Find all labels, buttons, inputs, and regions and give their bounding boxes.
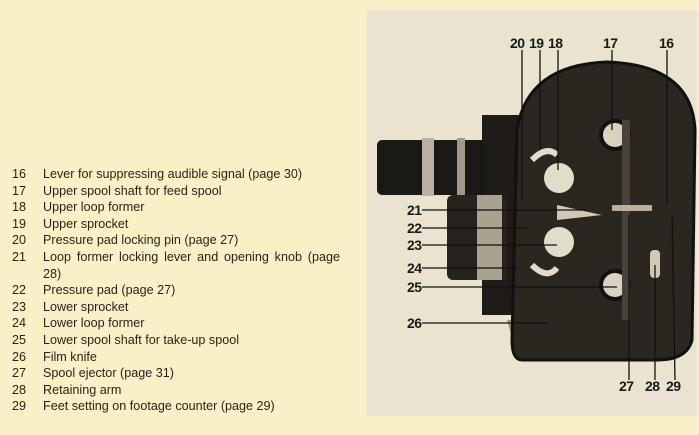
callout-16: 16 xyxy=(659,35,674,51)
legend-number: 27 xyxy=(12,366,27,381)
legend-item: 25 Lower spool shaft for take-up spool xyxy=(12,332,340,349)
camera-photo: 20 19 18 17 16 21 22 23 24 25 26 27 28 2… xyxy=(367,10,697,416)
legend-text: Pressure pad (page 27) xyxy=(43,283,176,298)
legend-text: Upper loop former xyxy=(43,200,145,215)
legend-text: Film knife xyxy=(43,349,97,364)
legend-text: Lower sprocket xyxy=(43,299,129,314)
callout-26: 26 xyxy=(407,315,422,331)
legend-number: 16 xyxy=(12,167,27,181)
legend-item: 19 Upper sprocket xyxy=(12,216,340,233)
legend-text: Loop former locking lever and opening kn… xyxy=(43,249,340,281)
legend-number: 29 xyxy=(12,399,27,414)
legend-text: Lever for suppressing audible signal (pa… xyxy=(43,167,303,181)
callout-18: 18 xyxy=(548,35,563,51)
legend-item: 23 Lower sprocket xyxy=(12,299,340,316)
legend-number: 23 xyxy=(12,299,27,314)
callout-22: 22 xyxy=(407,220,422,236)
legend-number: 25 xyxy=(12,332,27,347)
callout-23: 23 xyxy=(407,237,422,253)
legend-number: 24 xyxy=(12,316,27,331)
legend-number: 18 xyxy=(12,200,27,215)
callout-21: 21 xyxy=(407,202,422,218)
callout-28: 28 xyxy=(645,378,660,394)
legend-number: 20 xyxy=(12,233,27,248)
callout-27: 27 xyxy=(619,378,634,394)
camera-illustration xyxy=(377,50,697,381)
legend-item: 22 Pressure pad (page 27) xyxy=(12,282,340,299)
legend-item: 27 Spool ejector (page 31) xyxy=(12,365,340,382)
legend-text: Spool ejector (page 31) xyxy=(43,366,174,381)
legend-item: 24 Lower loop former xyxy=(12,315,340,332)
legend-number: 19 xyxy=(12,216,27,231)
callout-29: 29 xyxy=(666,378,681,394)
legend-item: 21 Loop former locking lever and opening … xyxy=(12,249,340,282)
legend-number: 26 xyxy=(12,349,27,364)
legend-item: 17 Upper spool shaft for feed spool xyxy=(12,183,340,200)
legend-item: 20 Pressure pad locking pin (page 27) xyxy=(12,232,340,249)
legend-number: 28 xyxy=(12,382,27,397)
legend-item: 18 Upper loop former xyxy=(12,199,340,216)
callout-24: 24 xyxy=(407,260,422,276)
legend-text: Feet setting on footage counter (page 29… xyxy=(43,399,275,414)
legend-item: 16 Lever for suppressing audible signal (… xyxy=(12,166,340,183)
legend-item: 28 Retaining arm xyxy=(12,382,340,399)
parts-legend: 16 Lever for suppressing audible signal (… xyxy=(12,166,340,415)
callout-25: 25 xyxy=(407,279,422,295)
legend-text: Upper spool shaft for feed spool xyxy=(43,183,222,198)
callout-19: 19 xyxy=(529,35,544,51)
legend-item: 26 Film knife xyxy=(12,349,340,366)
legend-text: Lower spool shaft for take-up spool xyxy=(43,332,240,347)
legend-number: 17 xyxy=(12,183,27,198)
callout-20: 20 xyxy=(510,35,525,51)
legend-text: Lower loop former xyxy=(43,316,145,331)
legend-text: Pressure pad locking pin (page 27) xyxy=(43,233,239,248)
legend-item: 29 Feet setting on footage counter (page … xyxy=(12,398,340,415)
callout-17: 17 xyxy=(603,35,618,51)
legend-text: Upper sprocket xyxy=(43,216,129,231)
legend-number: 21 xyxy=(12,249,27,264)
legend-number: 22 xyxy=(12,283,27,298)
legend-text: Retaining arm xyxy=(43,382,122,397)
